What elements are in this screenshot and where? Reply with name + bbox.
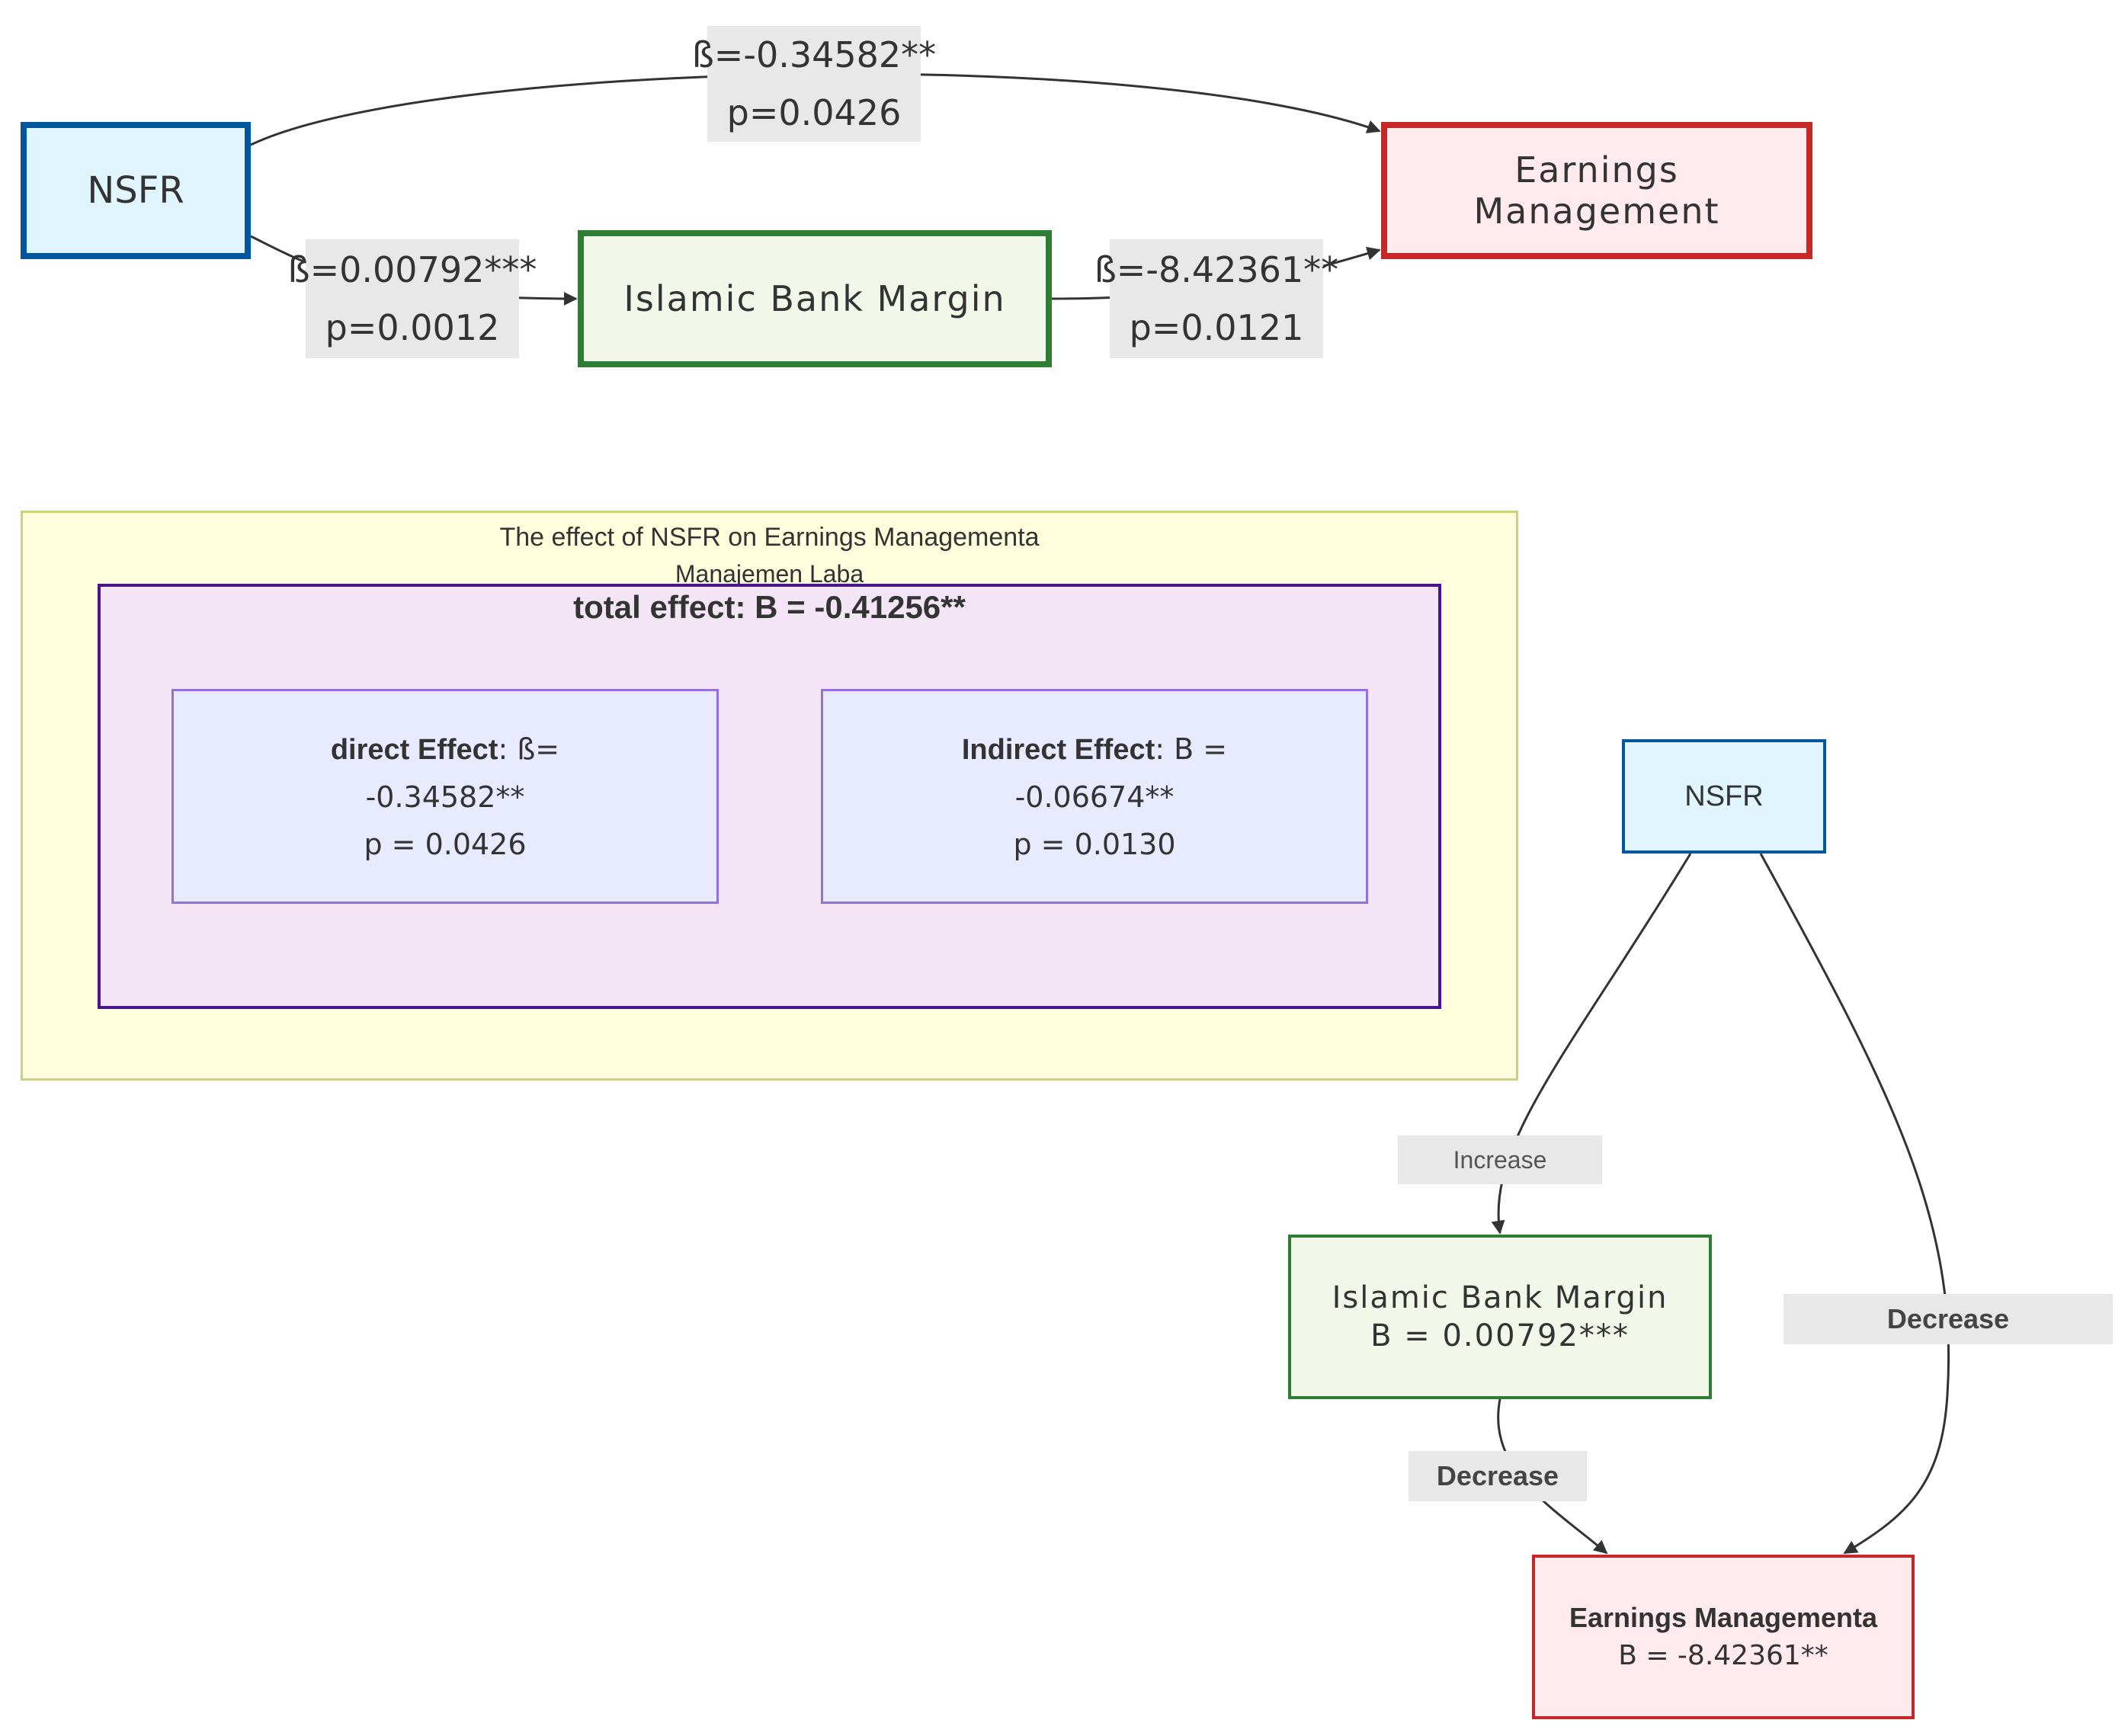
- increase-label: Increase: [1398, 1135, 1602, 1184]
- effect-summary-subtitle: Manajemen Laba: [675, 561, 864, 587]
- margin-to-em-beta: ß=-8.42361**: [1094, 249, 1339, 290]
- direct-path-p: p=0.0426: [726, 92, 902, 133]
- bottom-margin-beta: B = 0.00792***: [1370, 1318, 1630, 1353]
- bottom-margin-title: Islamic Bank Margin: [1332, 1280, 1668, 1315]
- indirect-effect-card: Indirect Effect: B = -0.06674** p = 0.01…: [821, 689, 1368, 904]
- indirect-effect-beta-label: : B =: [1155, 732, 1228, 766]
- bottom-nsfr-label: NSFR: [1684, 780, 1764, 812]
- indirect-effect-heading: Indirect Effect: B =: [962, 725, 1227, 774]
- direct-effect-p: p = 0.0426: [364, 827, 527, 861]
- total-effect-label: total effect: B = -0.41256**: [573, 589, 966, 625]
- nsfr-to-margin-p: p=0.0012: [325, 307, 500, 348]
- direct-path-label: ß=-0.34582** p=0.0426: [692, 26, 936, 142]
- effect-summary-title: The effect of NSFR on Earnings Managemen…: [499, 523, 1040, 552]
- margin-to-em-p: p=0.0121: [1129, 307, 1304, 348]
- top-nsfr-node: NSFR: [21, 122, 251, 259]
- margin-to-em-label: ß=-8.42361** p=0.0121: [1094, 239, 1338, 358]
- decrease-label-right: Decrease: [1783, 1294, 2113, 1344]
- indirect-effect-p: p = 0.0130: [1013, 827, 1176, 861]
- direct-effect-label: direct Effect: [330, 733, 498, 766]
- top-earnings-management-node: Earnings Management: [1381, 122, 1812, 259]
- nsfr-to-margin-label: ß=0.00792*** p=0.0012: [288, 239, 537, 358]
- direct-effect-card: direct Effect: ß= -0.34582** p = 0.0426: [171, 689, 719, 904]
- indirect-effect-label: Indirect Effect: [961, 733, 1155, 766]
- top-earnings-management-label: Earnings Management: [1473, 149, 1720, 232]
- direct-effect-beta-label: : ß=: [498, 732, 560, 766]
- top-nsfr-label: NSFR: [87, 169, 184, 212]
- nsfr-to-margin-beta: ß=0.00792***: [287, 249, 537, 290]
- bottom-earnings-management-node: Earnings Managementa B = -8.42361**: [1532, 1555, 1915, 1719]
- edge-nsfr-to-em-decrease: [1759, 853, 1950, 1555]
- bottom-em-beta: B = -8.42361**: [1618, 1640, 1828, 1671]
- indirect-effect-value: -0.06674**: [1014, 780, 1175, 814]
- direct-effect-value: -0.34582**: [365, 780, 525, 814]
- direct-path-beta: ß=-0.34582**: [691, 34, 937, 75]
- top-islamic-bank-margin-label: Islamic Bank Margin: [623, 278, 1006, 319]
- top-islamic-bank-margin-node: Islamic Bank Margin: [578, 230, 1052, 367]
- bottom-nsfr-node: NSFR: [1622, 739, 1826, 854]
- direct-effect-heading: direct Effect: ß=: [331, 725, 559, 774]
- bottom-islamic-bank-margin-node: Islamic Bank Margin B = 0.00792***: [1288, 1235, 1712, 1399]
- bottom-em-title: Earnings Managementa: [1569, 1602, 1878, 1633]
- decrease-label-left: Decrease: [1409, 1451, 1587, 1501]
